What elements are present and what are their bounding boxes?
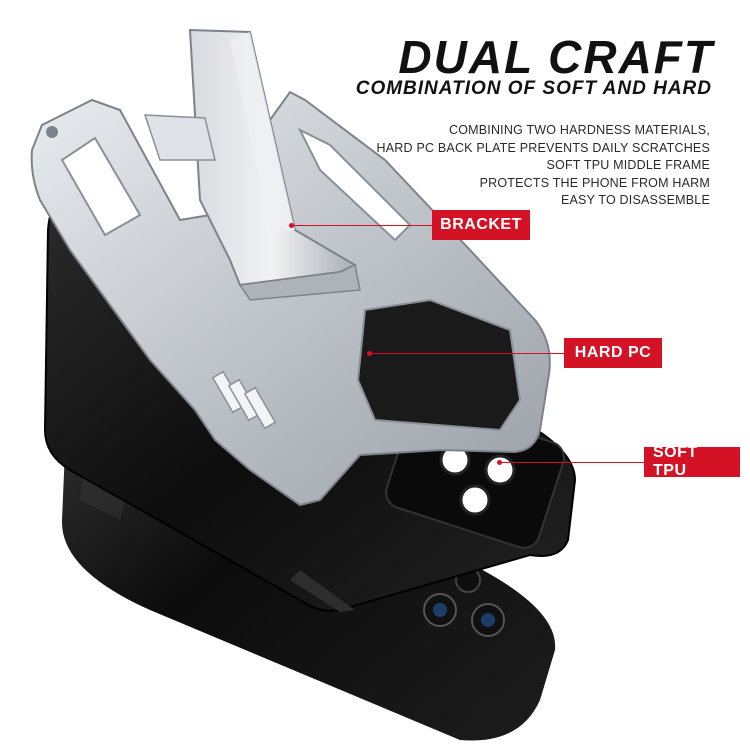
feature-item: EASY TO DISASSEMBLE xyxy=(560,193,710,207)
soft-tpu-leader-line xyxy=(497,460,646,465)
feature-item: HARD PC BACK PLATE PREVENTS DAILY SCRATC… xyxy=(376,140,710,155)
bracket-leader-line xyxy=(289,223,434,228)
soft-tpu-callout: SOFT TPU xyxy=(644,444,740,479)
feature-item: PROTECTS THE PHONE FROM HARM xyxy=(479,175,710,190)
bracket-callout: BRACKET xyxy=(432,210,530,240)
feature-item: SOFT TPU MIDDLE FRAME xyxy=(546,158,710,172)
pc-camera-window xyxy=(356,298,522,432)
feature-item: COMBINING TWO HARDNESS MATERIALS, xyxy=(448,123,710,137)
hard-pc-callout: HARD PC xyxy=(564,338,662,368)
bracket-stand xyxy=(143,28,361,301)
hard-pc-leader-line xyxy=(367,351,565,356)
headline: DUAL CRAFT xyxy=(398,31,714,83)
feature-list: COMBINING TWO HARDNESS MATERIALS, HARD P… xyxy=(377,122,710,210)
hard-pc-plate xyxy=(30,90,551,507)
subheadline: COMBINATION OF SOFT AND HARD xyxy=(355,78,712,99)
grip-ribs xyxy=(211,370,277,430)
